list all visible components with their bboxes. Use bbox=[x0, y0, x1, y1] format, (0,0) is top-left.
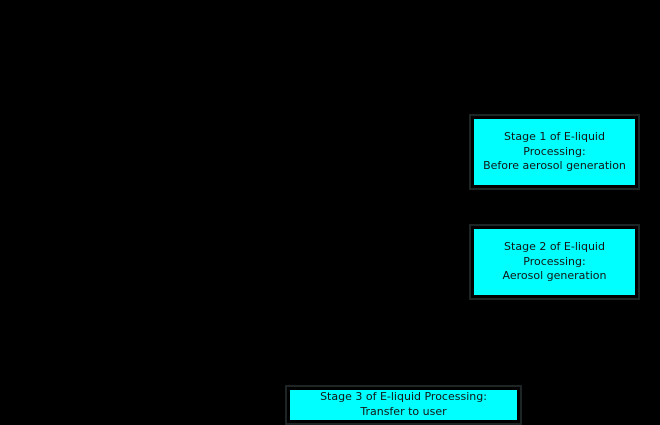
stage-3-line-1: Stage 3 of E-liquid Processing: bbox=[320, 390, 487, 404]
stage-1-line-3: Before aerosol generation bbox=[483, 159, 626, 173]
stage-1-box: Stage 1 of E-liquid Processing: Before a… bbox=[469, 114, 640, 190]
stage-2-box: Stage 2 of E-liquid Processing: Aerosol … bbox=[469, 224, 640, 300]
stage-1-line-2: Processing: bbox=[523, 144, 586, 158]
stage-1-line-1: Stage 1 of E-liquid bbox=[504, 129, 605, 143]
stage-3-line-2: Transfer to user bbox=[360, 405, 447, 418]
stage-2-line-1: Stage 2 of E-liquid bbox=[504, 239, 605, 253]
stage-2-line-3: Aerosol generation bbox=[502, 269, 607, 283]
stage-3-box: Stage 3 of E-liquid Processing: Transfer… bbox=[285, 385, 522, 425]
stage-2-line-2: Processing: bbox=[523, 254, 586, 268]
